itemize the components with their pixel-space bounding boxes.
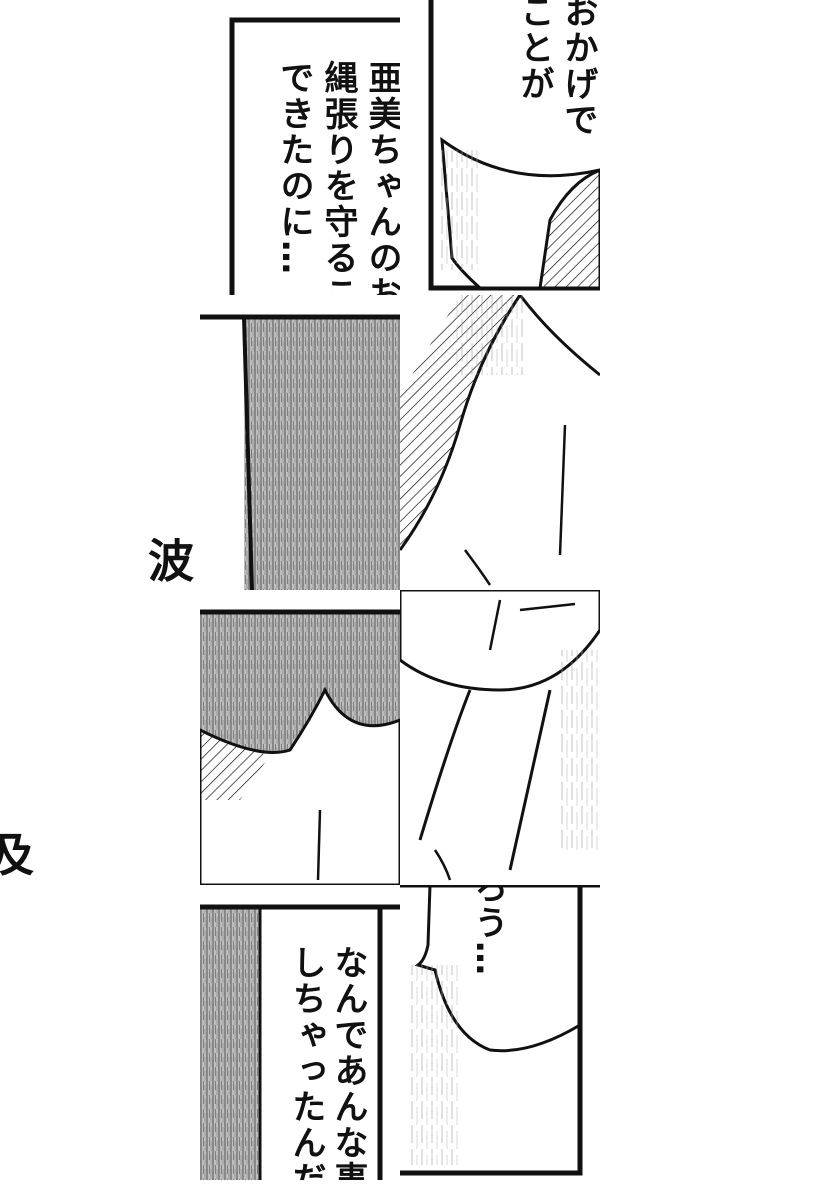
tile-body-figure-bottom [400, 590, 600, 885]
tile-caption-bottom-left: しちゃったんだ なんであんな事 [200, 885, 400, 1180]
caption-top-left-line-2: 縄張りを守るこ [318, 60, 358, 295]
caption-top-right-line-2: ことが [514, 0, 554, 102]
caption-bottom-left-line-1: なんであんな事 [328, 945, 368, 1180]
caption-top-right-line-1: おかげで [558, 0, 598, 138]
tile-caption-bottom-right: ろう… [400, 885, 600, 1180]
tile-caption-top-left: できたのに… 縄張りを守るこ 亜美ちゃんのお [200, 0, 400, 295]
tile-shadow-figure [200, 590, 400, 885]
caption-bottom-right-line-1: ろう… [468, 885, 508, 977]
tile-speckled-panel [200, 295, 400, 590]
sfx-wave: 波 [148, 538, 194, 588]
caption-bottom-left-line-2: しちゃったんだ [286, 945, 326, 1180]
caption-top-left-line-1: 亜美ちゃんのお [362, 60, 400, 295]
sfx-reach: 及 [0, 832, 34, 882]
tile-body-figure-top [400, 295, 600, 590]
caption-top-left-line-3: できたのに… [274, 60, 314, 276]
tile-caption-top-right: ことが おかげで [400, 0, 600, 295]
